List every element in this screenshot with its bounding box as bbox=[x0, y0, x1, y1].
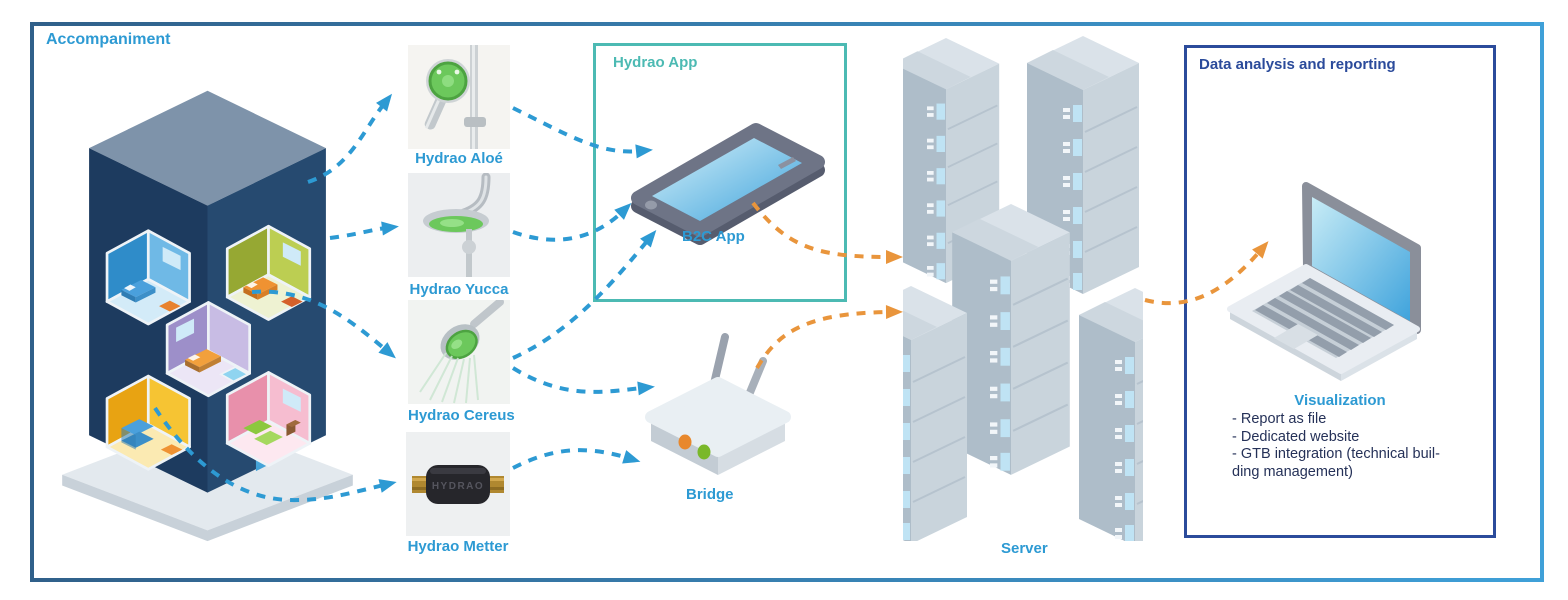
product-card-aloe bbox=[408, 45, 510, 149]
hydrao-app-box: Hydrao App bbox=[593, 43, 847, 302]
product-card-metter: HYDRAO bbox=[406, 432, 510, 536]
room-lavender bbox=[165, 301, 252, 398]
apartment-building-illustration bbox=[62, 90, 353, 542]
server-illustration bbox=[903, 36, 1143, 541]
product-card-yucca bbox=[408, 173, 510, 277]
hydrao-metter-photo: HYDRAO bbox=[406, 432, 510, 536]
hydrao-yucca-photo bbox=[408, 173, 510, 277]
bridge-led-orange bbox=[678, 434, 692, 450]
laptop-touchpad bbox=[1274, 324, 1318, 349]
phone-screen bbox=[652, 138, 802, 221]
hydrao-cereus-photo bbox=[408, 300, 510, 404]
phone-home-button bbox=[645, 200, 657, 210]
bullet-report-as-file: - Report as file bbox=[1232, 411, 1327, 427]
bullet-gtb-integration: - GTB integration (technical buil- bbox=[1232, 446, 1440, 462]
metter-engraving: HYDRAO bbox=[432, 481, 484, 492]
server-label: Server bbox=[1001, 540, 1048, 557]
phone-speaker bbox=[778, 157, 796, 169]
laptop-screen bbox=[1312, 197, 1410, 321]
b2c-app-label: B2C App bbox=[682, 228, 745, 245]
bridge-illustration bbox=[645, 333, 791, 475]
bridge-led-green bbox=[697, 444, 711, 460]
laptop-illustration bbox=[1227, 182, 1421, 381]
bridge-label: Bridge bbox=[686, 486, 734, 503]
bullet-gtb-integration-wrap: ding management) bbox=[1232, 463, 1353, 480]
hydrao-app-title: Hydrao App bbox=[613, 54, 698, 71]
room-blue bbox=[105, 229, 191, 326]
product-label-metter: Hydrao Metter bbox=[407, 538, 509, 555]
accompaniment-label: Accompaniment bbox=[46, 31, 171, 48]
visualization-bullet-list: - Report as file - Dedicated website - G… bbox=[1232, 411, 1482, 481]
product-card-cereus bbox=[408, 300, 510, 404]
bullet-dedicated-website: - Dedicated website bbox=[1232, 428, 1360, 445]
smartphone-illustration bbox=[631, 123, 825, 245]
product-label-aloe: Hydrao Aloé bbox=[415, 150, 503, 167]
product-label-yucca: Hydrao Yucca bbox=[409, 281, 509, 298]
data-analysis-title: Data analysis and reporting bbox=[1199, 56, 1396, 73]
visualization-title: Visualization bbox=[1294, 392, 1386, 409]
product-label-cereus: Hydrao Cereus bbox=[408, 407, 515, 424]
hydrao-aloe-photo bbox=[408, 45, 510, 149]
